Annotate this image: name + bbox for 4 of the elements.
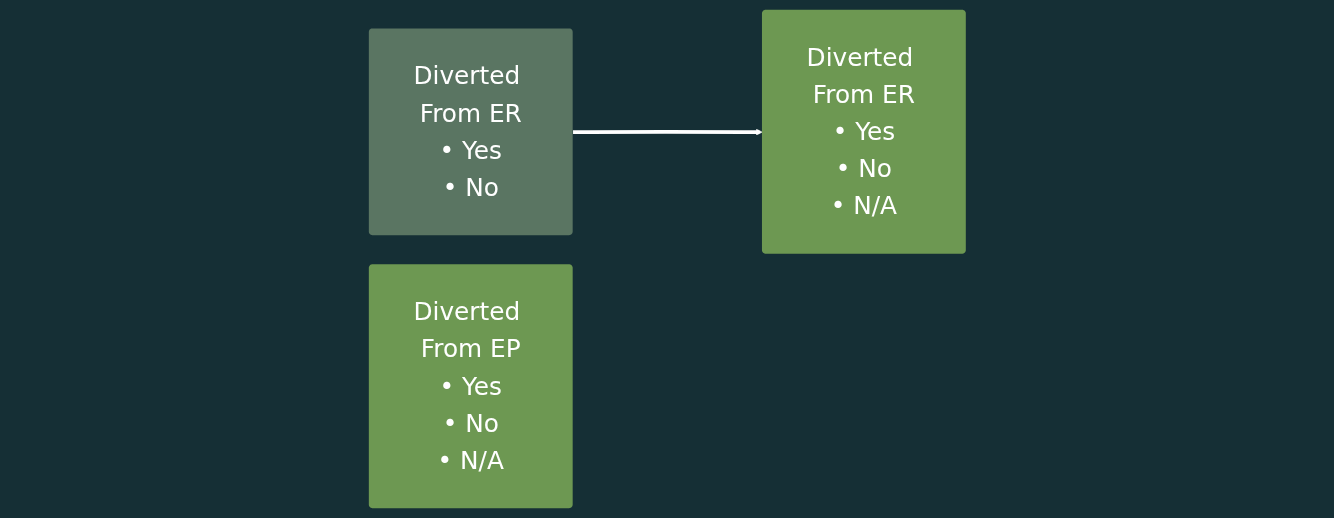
node-box: Diverted From ER • Yes • No bbox=[368, 28, 573, 236]
arrow bbox=[572, 128, 763, 136]
node-box: Diverted From ER • Yes • No • N/A bbox=[761, 9, 966, 254]
node-box: Diverted From EP • Yes • No • N/A bbox=[368, 264, 573, 509]
